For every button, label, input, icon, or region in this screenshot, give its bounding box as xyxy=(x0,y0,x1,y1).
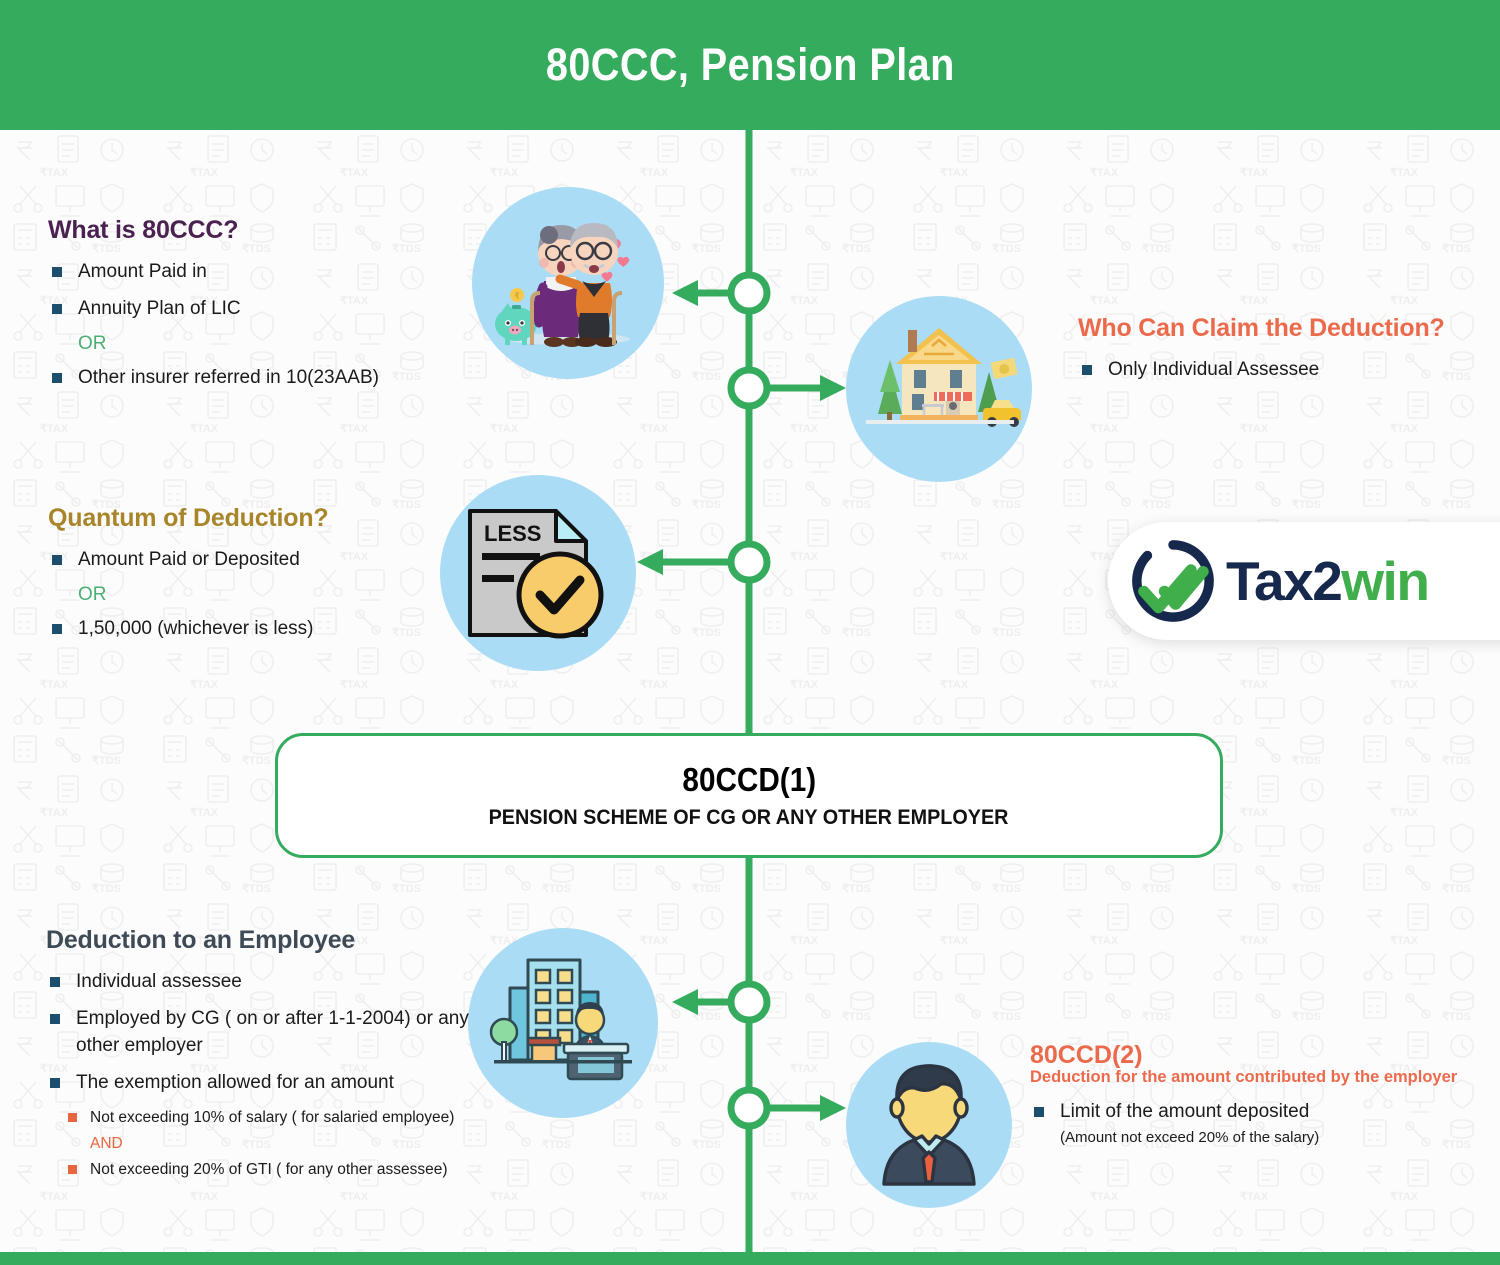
employee-title: Deduction to an Employee xyxy=(46,926,356,954)
who-can-claim-bullets: Only Individual Assessee xyxy=(1078,357,1498,384)
bullet-square-icon xyxy=(1082,365,1092,375)
tax2win-logo[interactable]: Tax2win xyxy=(1108,522,1500,640)
bullet-text: Individual assessee xyxy=(76,971,242,992)
bullet-square-icon xyxy=(68,1112,77,1122)
footer-bar xyxy=(0,1252,1500,1265)
ccd1-subtitle: PENSION SCHEME OF CG OR ANY OTHER EMPLOY… xyxy=(489,805,1009,829)
businessman-bubble xyxy=(846,1042,1012,1208)
what-is-bullets: Amount Paid in Annuity Plan of LIC xyxy=(48,259,448,323)
what-is-title: What is 80CCC? xyxy=(48,216,239,244)
list-item: Amount Paid or Deposited xyxy=(48,547,448,574)
ccd2-bullets: Limit of the amount deposited (Amount no… xyxy=(1030,1099,1490,1148)
svg-text:₹: ₹ xyxy=(514,291,520,301)
bullet-text: The exemption allowed for an amount xyxy=(76,1071,394,1093)
page-header: 80CCC, Pension Plan xyxy=(0,0,1500,130)
office-building-employee-illustration xyxy=(489,958,632,1081)
quantum-title: Quantum of Deduction? xyxy=(48,504,329,532)
arrowhead-left-2 xyxy=(637,549,663,575)
tax2win-logo-mark xyxy=(1132,540,1214,622)
flow-node-2 xyxy=(727,366,771,410)
list-item: Employed by CG ( on or after 1-1-2004) o… xyxy=(46,1006,476,1060)
bullet-square-icon xyxy=(50,1013,60,1024)
section-quantum-of-deduction: Quantum of Deduction? Amount Paid or Dep… xyxy=(48,504,448,653)
list-item: Limit of the amount deposited (Amount no… xyxy=(1030,1099,1490,1148)
bullet-square-icon xyxy=(68,1164,77,1174)
check-badge xyxy=(516,551,604,639)
bullet-square-icon xyxy=(52,623,62,634)
list-item: Not exceeding 20% of GTI ( for any other… xyxy=(66,1159,476,1181)
bullet-square-icon xyxy=(50,977,60,987)
house-bubble xyxy=(846,296,1032,482)
list-item: The exemption allowed for an amount xyxy=(46,1070,476,1097)
list-item: 1,50,000 (whichever is less) xyxy=(48,616,448,643)
bullet-square-icon xyxy=(52,267,62,277)
employee-sub-bullets-after: Not exceeding 20% of GTI ( for any other… xyxy=(66,1159,476,1181)
flow-node-5 xyxy=(727,1086,771,1130)
bullet-text: Limit of the amount deposited xyxy=(1060,1101,1310,1123)
arrowhead-left-3 xyxy=(672,989,698,1015)
list-item: Other insurer referred in 10(23AAB) xyxy=(48,365,448,392)
page-title: 80CCC, Pension Plan xyxy=(545,39,955,90)
section-what-is-80ccc: What is 80CCC? Amount Paid in Annuity Pl… xyxy=(48,216,448,402)
logo-text-green: win xyxy=(1341,550,1430,612)
list-item: Only Individual Assessee xyxy=(1078,357,1498,384)
bullet-text: Amount Paid or Deposited xyxy=(78,549,300,570)
bullet-text: Not exceeding 10% of salary ( for salari… xyxy=(90,1108,455,1126)
logo-text-dark: Tax2 xyxy=(1226,550,1343,612)
what-is-conjunction: OR xyxy=(78,332,107,354)
who-can-claim-title: Who Can Claim the Deduction? xyxy=(1078,314,1445,342)
ccd2-subtitle: Deduction for the amount contributed by … xyxy=(1030,1068,1458,1087)
employee-bullets: Individual assessee Employed by CG ( on … xyxy=(46,969,476,1097)
businessman-avatar-illustration xyxy=(882,1064,976,1186)
flow-node-3 xyxy=(727,540,771,584)
employee-sub-conjunction: AND xyxy=(90,1134,123,1152)
bullet-text: Employed by CG ( on or after 1-1-2004) o… xyxy=(76,1007,469,1056)
bullet-text: Only Individual Assessee xyxy=(1108,359,1320,380)
bullet-square-icon xyxy=(1034,1107,1044,1118)
section-ccd2: 80CCD(2) Deduction for the amount contri… xyxy=(1030,1042,1490,1159)
flow-node-4 xyxy=(727,980,771,1024)
flow-node-1 xyxy=(727,271,771,315)
section-who-can-claim: Who Can Claim the Deduction? Only Indivi… xyxy=(1078,314,1498,394)
tax2win-logo-text: Tax2win xyxy=(1226,549,1430,613)
house-property-illustration xyxy=(866,328,1021,427)
bullet-text: Other insurer referred in 10(23AAB) xyxy=(78,366,379,388)
list-item: Individual assessee xyxy=(46,969,476,996)
bullet-square-icon xyxy=(50,1077,60,1088)
less-document-check-illustration: LESS xyxy=(468,509,604,639)
ccd1-title: 80CCD(1) xyxy=(682,761,816,798)
bullet-square-icon xyxy=(52,372,62,383)
office-building-bubble xyxy=(468,928,658,1118)
list-item: Amount Paid in xyxy=(48,259,448,286)
arrowhead-left-1 xyxy=(672,280,698,306)
bullet-text: Not exceeding 20% of GTI ( for any other… xyxy=(90,1160,448,1178)
section-deduction-to-employee: Deduction to an Employee Individual asse… xyxy=(46,926,476,1187)
ccd2-title: 80CCD(2) xyxy=(1030,1041,1143,1069)
employee-sub-bullets: Not exceeding 10% of salary ( for salari… xyxy=(66,1107,476,1129)
ccd2-note: (Amount not exceed 20% of the salary) xyxy=(1060,1129,1320,1147)
less-label: LESS xyxy=(484,521,541,546)
ccd1-card: 80CCD(1) PENSION SCHEME OF CG OR ANY OTH… xyxy=(275,733,1223,858)
arrowhead-right-2 xyxy=(820,1095,846,1121)
bullet-square-icon xyxy=(52,555,62,565)
parcel-icon xyxy=(526,1036,562,1064)
list-item: Not exceeding 10% of salary ( for salari… xyxy=(66,1107,476,1129)
money-icon xyxy=(990,358,1018,379)
list-item: Annuity Plan of LIC xyxy=(48,296,448,323)
what-is-bullets-after: Other insurer referred in 10(23AAB) xyxy=(48,365,448,392)
bullet-text: 1,50,000 (whichever is less) xyxy=(78,617,314,639)
elderly-couple-bubble: ₹ xyxy=(472,187,664,379)
arrowhead-right-1 xyxy=(820,375,846,401)
bullet-square-icon xyxy=(52,303,62,314)
quantum-bullets-after: 1,50,000 (whichever is less) xyxy=(48,616,448,643)
bullet-text: Annuity Plan of LIC xyxy=(78,297,241,319)
document-fold xyxy=(554,509,588,543)
bullet-text: Amount Paid in xyxy=(78,261,207,282)
less-document-bubble: LESS xyxy=(440,475,636,671)
quantum-bullets: Amount Paid or Deposited xyxy=(48,547,448,574)
chimney xyxy=(908,330,917,352)
elderly-couple-illustration: ₹ xyxy=(495,223,630,347)
quantum-conjunction: OR xyxy=(78,583,107,605)
